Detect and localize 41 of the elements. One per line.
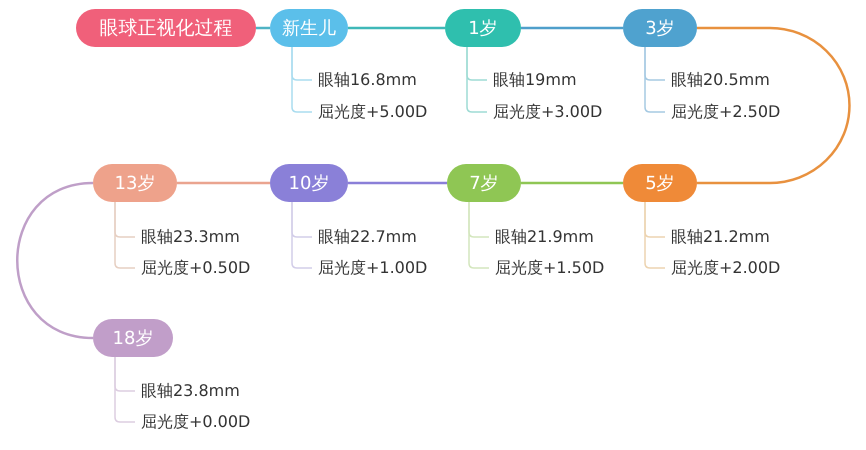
- leader-line: [114, 202, 135, 269]
- age-pill: 10岁: [270, 164, 348, 202]
- measurement-text: 眼轴19mm: [493, 70, 577, 90]
- measurement-text: 眼轴22.7mm: [318, 227, 417, 247]
- measurement-text: 眼轴21.9mm: [495, 227, 594, 247]
- leader-line: [466, 47, 487, 113]
- leader-line: [644, 47, 665, 113]
- measurement-text: 屈光度+1.50D: [495, 258, 604, 278]
- measurement-text: 眼轴16.8mm: [318, 70, 417, 90]
- title-pill: 眼球正视化过程: [76, 9, 256, 47]
- age-pill: 5岁: [623, 164, 697, 202]
- measurement-text: 眼轴21.2mm: [671, 227, 770, 247]
- leader-line: [644, 202, 665, 269]
- connector-line: [697, 26, 851, 184]
- connector-line: [348, 182, 447, 184]
- connector-line: [16, 182, 94, 340]
- connector-line: [521, 182, 623, 184]
- connector-line: [348, 26, 445, 30]
- connector-line: [256, 26, 270, 30]
- leader-line: [291, 202, 312, 269]
- measurement-text: 屈光度+5.00D: [318, 102, 428, 122]
- age-pill: 13岁: [93, 164, 177, 202]
- measurement-text: 屈光度+1.00D: [318, 258, 428, 278]
- measurement-text: 眼轴23.8mm: [141, 381, 240, 401]
- measurement-text: 屈光度+0.50D: [141, 258, 250, 278]
- measurement-text: 屈光度+2.50D: [671, 102, 780, 122]
- measurement-text: 屈光度+2.00D: [671, 258, 780, 278]
- age-pill: 3岁: [623, 9, 697, 47]
- measurement-text: 屈光度+0.00D: [141, 412, 250, 432]
- leader-line: [468, 202, 489, 269]
- measurement-text: 眼轴20.5mm: [671, 70, 770, 90]
- measurement-text: 屈光度+3.00D: [493, 102, 602, 122]
- age-pill: 7岁: [447, 164, 521, 202]
- age-pill: 1岁: [445, 9, 521, 47]
- connector-line: [177, 182, 270, 184]
- age-pill: 新生儿: [270, 9, 348, 47]
- connector-line: [521, 26, 623, 30]
- age-pill: 18岁: [93, 319, 173, 357]
- leader-line: [291, 47, 312, 113]
- leader-line: [114, 357, 135, 423]
- measurement-text: 眼轴23.3mm: [141, 227, 240, 247]
